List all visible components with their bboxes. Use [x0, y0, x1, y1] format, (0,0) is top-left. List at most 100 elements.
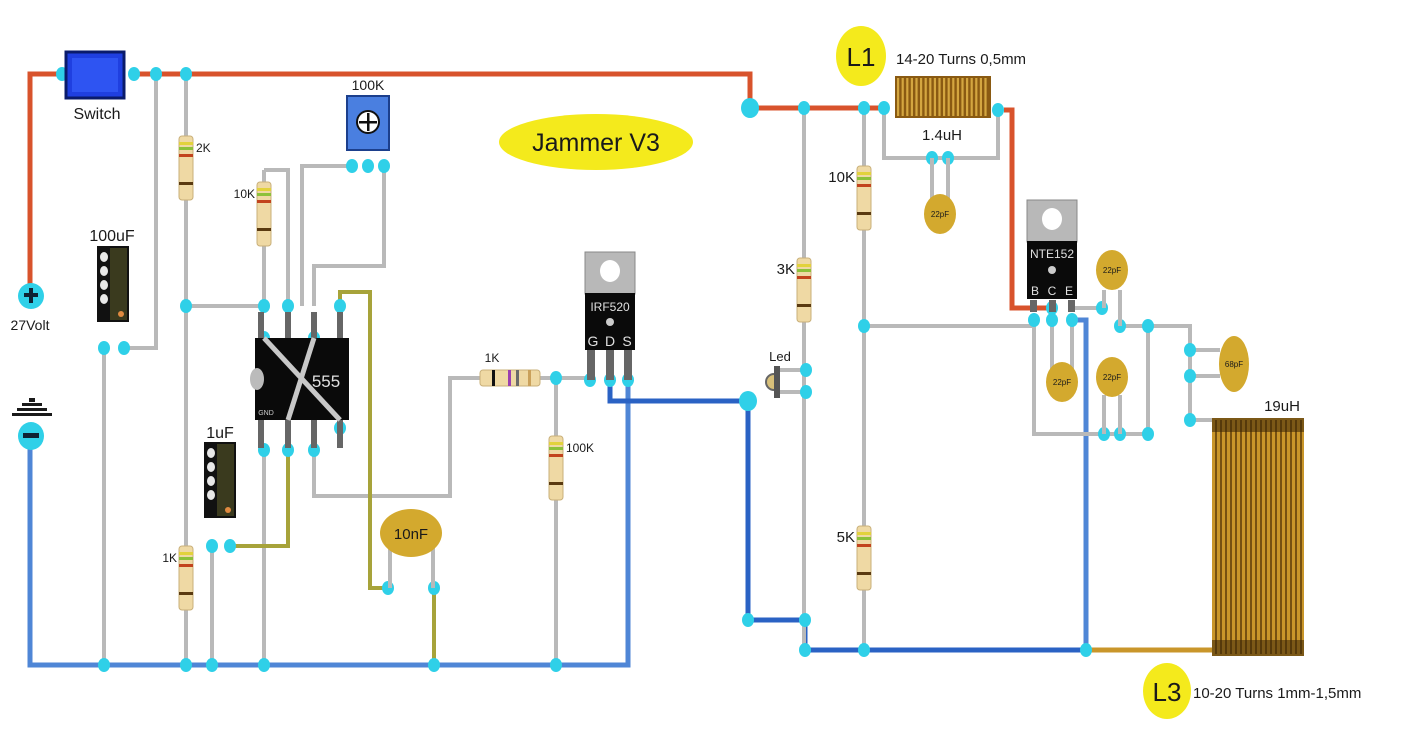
winding-turn [1290, 420, 1292, 654]
junction-node [858, 643, 870, 657]
junction-node [858, 101, 870, 115]
signal-wire [264, 168, 290, 306]
winding-turn [1240, 420, 1242, 654]
mosfet-label: IRF520 [590, 300, 630, 314]
winding-turn [924, 78, 927, 116]
winding-turn [929, 78, 932, 116]
resistor-label: 5K [837, 529, 855, 546]
winding-turn [1220, 420, 1222, 654]
junction-node [224, 539, 236, 553]
winding-turn [1285, 420, 1287, 654]
winding-turn [970, 78, 973, 116]
winding-turn [1280, 420, 1282, 654]
capacitor-22pf-4-label: 22pF [1103, 373, 1121, 382]
resistor-label: 10K [828, 169, 855, 186]
winding-turn [966, 78, 969, 116]
capacitor-22pf-2-label: 22pF [1103, 266, 1121, 275]
junction-node [858, 319, 870, 333]
junction-node [550, 658, 562, 672]
junction-node [800, 363, 812, 377]
junction-node [282, 299, 294, 313]
junction-node [1066, 313, 1078, 327]
winding-turn [906, 78, 909, 116]
capacitor-22pf-3-label: 22pF [1053, 378, 1071, 387]
capacitor-22pf-1: 22pF [924, 158, 956, 234]
junction-node [799, 613, 811, 627]
junction-node [550, 371, 562, 385]
winding-turn [952, 78, 955, 116]
ground-terminal [12, 398, 52, 450]
winding-turn [1260, 420, 1262, 654]
junction-node [798, 101, 810, 115]
winding-turn [1250, 420, 1252, 654]
power-switch[interactable]: Switch [64, 50, 126, 123]
winding-turn [901, 78, 904, 116]
winding-shadow [1212, 640, 1304, 656]
capacitor-22pf-1-label: 22pF [931, 210, 949, 219]
timing-wire [338, 290, 388, 590]
junction-node [206, 539, 218, 553]
transistor-pin-e: E [1065, 284, 1073, 298]
resistor-r-3k: 3K [777, 257, 812, 323]
capacitor-10nf: 10nF [380, 509, 442, 588]
junction-node [1142, 427, 1154, 441]
mosfet-pin-d: D [605, 333, 615, 349]
ic-555: 555 GND [250, 312, 349, 448]
junction-node [180, 67, 192, 81]
winding-turn [1235, 420, 1237, 654]
capacitor-1uf: 1uF [204, 425, 236, 518]
resistor-r-10k_b: 10K [828, 165, 872, 231]
positive-rail-wire [130, 71, 753, 108]
resistor-r-1k_a: 1K [162, 545, 194, 611]
junction-node [98, 658, 110, 672]
winding-turn [1225, 420, 1227, 654]
junction-node [878, 101, 890, 115]
transistor-pin-b: B [1031, 284, 1039, 298]
ic-gnd-pin-label: GND [258, 410, 274, 417]
winding-turn [1295, 420, 1297, 654]
junction-node [258, 299, 270, 313]
resistor-r-100k: 100K [548, 435, 594, 501]
winding-turn [1275, 420, 1277, 654]
junction-node [741, 98, 759, 118]
ic-555-label: 555 [312, 372, 340, 391]
winding-turn [1245, 420, 1247, 654]
winding-turn [1230, 420, 1232, 654]
mosfet-pin-s: S [622, 333, 631, 349]
timing-wire [230, 450, 290, 548]
ground-rail-wire [27, 378, 631, 668]
positive-terminal: 27Volt [11, 283, 50, 333]
winding-turn [1215, 420, 1217, 654]
title-text: Jammer V3 [532, 129, 660, 157]
coil-l3-windings [1212, 418, 1304, 656]
capacitor-22pf-3: 22pF [1046, 350, 1078, 402]
junction-node [1142, 319, 1154, 333]
potentiometer-100k[interactable]: 100K [346, 77, 390, 151]
winding-turn [1270, 420, 1272, 654]
junction-node [992, 103, 1004, 117]
junction-node [334, 299, 346, 313]
coil-l1-tag: L1 [847, 42, 876, 72]
winding-turn [1255, 420, 1257, 654]
signal-wire [882, 108, 1000, 160]
capacitor-68pf-label: 68pF [1225, 360, 1243, 369]
resistor-label: 1K [162, 551, 177, 565]
junction-node [362, 159, 374, 173]
positive-rail-wire [27, 71, 62, 296]
junction-node [258, 658, 270, 672]
coil-l3-inductance: 19uH [1264, 398, 1300, 415]
winding-turn [975, 78, 978, 116]
signal-wire [312, 376, 480, 498]
capacitor-22pf-2: 22pF [1096, 250, 1128, 326]
junction-node [346, 159, 358, 173]
resistor-label: 10K [234, 187, 255, 201]
signal-wire [312, 166, 386, 306]
capacitor-10nf-label: 10nF [394, 526, 428, 543]
resistor-r-10k_a: 10K [234, 181, 272, 247]
capacitor-22pf-4: 22pF [1096, 357, 1128, 434]
junction-node [150, 67, 162, 81]
coil-l3: 19uH L3 10-20 Turns 1mm-1,5mm [1143, 398, 1361, 719]
led: Led [765, 349, 791, 398]
resistor-r-5k: 5K [837, 525, 872, 591]
winding-turn [910, 78, 913, 116]
